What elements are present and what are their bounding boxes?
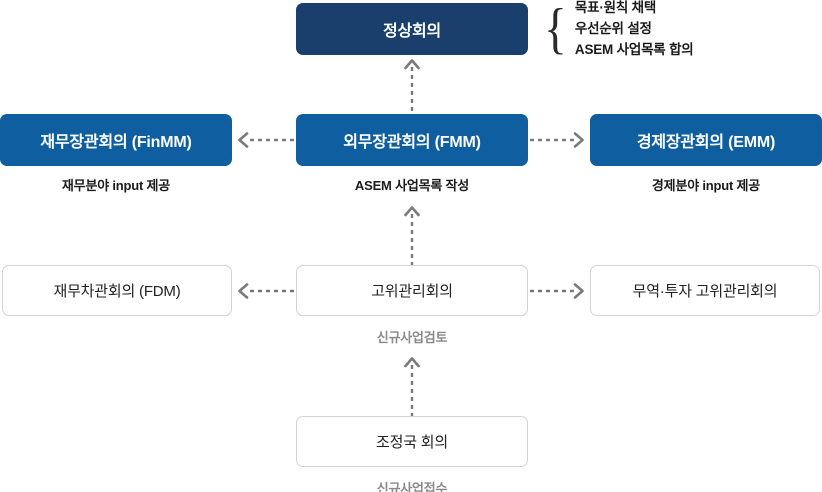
caption-som: 신규사업검토 xyxy=(296,327,528,346)
caption-emm-text: 경제분야 input 제공 xyxy=(651,178,761,193)
node-emm-label: 경제장관회의 (EMM) xyxy=(636,134,776,151)
node-coordinators[interactable]: 조정국 회의 xyxy=(296,416,528,467)
node-finmm[interactable]: 재무장관회의 (FinMM) xyxy=(0,114,232,166)
node-summit[interactable]: 정상회의 xyxy=(296,3,528,55)
connector-som-to-fmm xyxy=(403,204,421,266)
caption-emm: 경제분야 input 제공 xyxy=(590,175,822,194)
connector-fmm-to-emm xyxy=(530,131,588,149)
brace-line-3: ASEM 사업목록 합의 xyxy=(574,41,694,57)
node-fdm[interactable]: 재무차관회의 (FDM) xyxy=(2,265,232,316)
caption-finmm: 재무분야 input 제공 xyxy=(0,175,232,194)
summit-brace-note: { 목표·원칙 채택 우선순위 설정 ASEM 사업목록 합의 xyxy=(542,0,782,58)
caption-coordinators-text: 신규사업접수 xyxy=(376,481,448,492)
node-coordinators-label: 조정국 회의 xyxy=(376,434,448,451)
node-fdm-label: 재무차관회의 (FDM) xyxy=(53,283,181,300)
caption-som-text: 신규사업검토 xyxy=(376,330,448,345)
connector-fmm-to-finmm xyxy=(234,131,294,149)
connector-coordinators-to-som xyxy=(403,355,421,417)
node-fmm[interactable]: 외무장관회의 (FMM) xyxy=(296,114,528,166)
summit-brace-lines: 목표·원칙 채택 우선순위 설정 ASEM 사업목록 합의 xyxy=(575,0,694,60)
caption-finmm-text: 재무분야 input 제공 xyxy=(61,178,171,193)
connector-fmm-to-summit xyxy=(403,57,421,111)
connector-som-to-somti xyxy=(530,282,588,300)
node-som[interactable]: 고위관리회의 xyxy=(296,265,528,316)
brace-line-1: 목표·원칙 채택 xyxy=(574,0,657,16)
node-somti-label: 무역·투자 고위관리회의 xyxy=(632,283,778,300)
connector-som-to-fdm xyxy=(234,282,294,300)
node-summit-label: 정상회의 xyxy=(382,23,442,40)
caption-fmm-text: ASEM 사업목록 작성 xyxy=(354,178,470,193)
node-fmm-label: 외무장관회의 (FMM) xyxy=(343,134,481,151)
caption-coordinators: 신규사업접수 xyxy=(296,478,528,492)
node-som-label: 고위관리회의 xyxy=(371,283,453,300)
caption-fmm: ASEM 사업목록 작성 xyxy=(296,175,528,194)
brace-line-2: 우선순위 설정 xyxy=(574,21,652,37)
node-emm[interactable]: 경제장관회의 (EMM) xyxy=(590,114,822,166)
node-finmm-label: 재무장관회의 (FinMM) xyxy=(40,134,192,151)
curly-brace-icon: { xyxy=(544,0,567,60)
node-somti[interactable]: 무역·투자 고위관리회의 xyxy=(590,265,820,316)
